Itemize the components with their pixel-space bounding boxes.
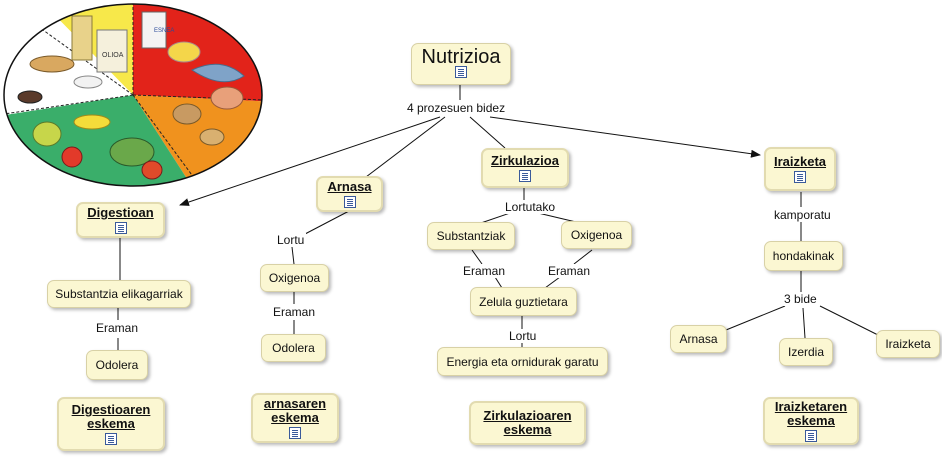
odolera-node[interactable]: Odolera bbox=[261, 334, 326, 362]
node-label: Substantzia elikagarriak bbox=[55, 287, 183, 301]
node-label: Substantziak bbox=[436, 229, 506, 243]
oxigenoa-node[interactable]: Oxigenoa bbox=[561, 221, 632, 249]
node-label: Odolera bbox=[95, 358, 139, 372]
digestioan-node[interactable]: Digestioan bbox=[76, 202, 165, 238]
zirkulazioa-node[interactable]: Zirkulazioa bbox=[481, 148, 569, 188]
substantziak-node[interactable]: Substantziak bbox=[427, 222, 515, 250]
node-label: Oxigenoa bbox=[570, 228, 623, 242]
node-label: Arnasa bbox=[679, 332, 718, 346]
arnasa-output-node[interactable]: Arnasa bbox=[670, 325, 727, 353]
node-label: Oxigenoa bbox=[268, 271, 321, 285]
substantzia-elikagarriak-node[interactable]: Substantzia elikagarriak bbox=[47, 280, 191, 308]
document-icon[interactable] bbox=[519, 170, 531, 182]
hondakinak-node[interactable]: hondakinak bbox=[764, 241, 843, 271]
iraizketa-node[interactable]: Iraizketa bbox=[764, 147, 836, 191]
footer-line-1: Digestioaren bbox=[71, 402, 151, 417]
izerdia-node[interactable]: Izerdia bbox=[779, 338, 833, 366]
node-label: Odolera bbox=[272, 341, 315, 355]
link-label-lortu: Lortu bbox=[275, 233, 307, 247]
footer-line-2: eskema bbox=[87, 416, 135, 431]
document-icon[interactable] bbox=[794, 171, 806, 183]
title-node[interactable]: Nutrizioa bbox=[411, 43, 511, 85]
document-icon[interactable] bbox=[343, 196, 356, 208]
arnasa-node[interactable]: Arnasa bbox=[316, 176, 383, 212]
footer-line-1: Zirkulazioaren bbox=[483, 408, 572, 423]
link-label-lortu: Lortu bbox=[507, 329, 539, 343]
node-label: Izerdia bbox=[787, 345, 825, 359]
link-label-eraman-right: Eraman bbox=[546, 264, 593, 278]
iraizketa-output-node[interactable]: Iraizketa bbox=[876, 330, 940, 358]
link-label-eraman: Eraman bbox=[94, 321, 141, 335]
plate-oil-label: OLIOA bbox=[102, 52, 124, 59]
zelula-guztietara-node[interactable]: Zelula guztietara bbox=[470, 287, 577, 316]
arnasa-label: Arnasa bbox=[327, 179, 372, 194]
link-label-eraman: Eraman bbox=[271, 305, 318, 319]
digestioaren-eskema-node[interactable]: Digestioaren eskema bbox=[57, 397, 165, 451]
footer-line-1: Iraizketaren bbox=[774, 399, 848, 414]
node-label: Energia eta ornidurak garatu bbox=[446, 354, 599, 369]
digestioan-label: Digestioan bbox=[87, 205, 154, 220]
energia-node[interactable]: Energia eta ornidurak garatu bbox=[437, 347, 608, 376]
odolera-node[interactable]: Odolera bbox=[86, 350, 148, 380]
node-label: hondakinak bbox=[772, 249, 835, 263]
footer-line-1: arnasaren bbox=[263, 396, 327, 411]
iraizketaren-eskema-node[interactable]: Iraizketaren eskema bbox=[763, 397, 859, 445]
footer-line-2: eskema bbox=[271, 410, 319, 425]
arnasaren-eskema-node[interactable]: arnasaren eskema bbox=[251, 393, 339, 443]
zirkulazioa-label: Zirkulazioa bbox=[491, 153, 559, 168]
link-label-eraman-left: Eraman bbox=[461, 264, 508, 278]
document-icon[interactable] bbox=[805, 430, 817, 442]
oxigenoa-node[interactable]: Oxigenoa bbox=[260, 264, 329, 292]
document-icon[interactable] bbox=[105, 433, 117, 445]
link-label-4-prozesuen: 4 prozesuen bidez bbox=[405, 101, 508, 115]
document-icon[interactable] bbox=[455, 66, 467, 78]
link-label-lortutako: Lortutako bbox=[503, 200, 558, 214]
document-icon[interactable] bbox=[289, 427, 301, 439]
node-label: Iraizketa bbox=[885, 337, 931, 351]
zirkulazioaren-eskema-node[interactable]: Zirkulazioaren eskema bbox=[469, 401, 586, 445]
iraizketa-label: Iraizketa bbox=[773, 154, 827, 169]
food-plate-illustration: ESNEA OLIOA bbox=[3, 3, 263, 187]
link-label-3-bide: 3 bide bbox=[782, 292, 819, 306]
footer-line-2: eskema bbox=[787, 413, 835, 428]
plate-milk-label: ESNEA bbox=[154, 28, 174, 34]
page-title: Nutrizioa bbox=[421, 46, 501, 68]
footer-line-2: eskema bbox=[503, 422, 552, 437]
document-icon[interactable] bbox=[114, 222, 127, 234]
link-label-kamporatu: kamporatu bbox=[772, 208, 833, 222]
node-label: Zelula guztietara bbox=[479, 294, 568, 309]
